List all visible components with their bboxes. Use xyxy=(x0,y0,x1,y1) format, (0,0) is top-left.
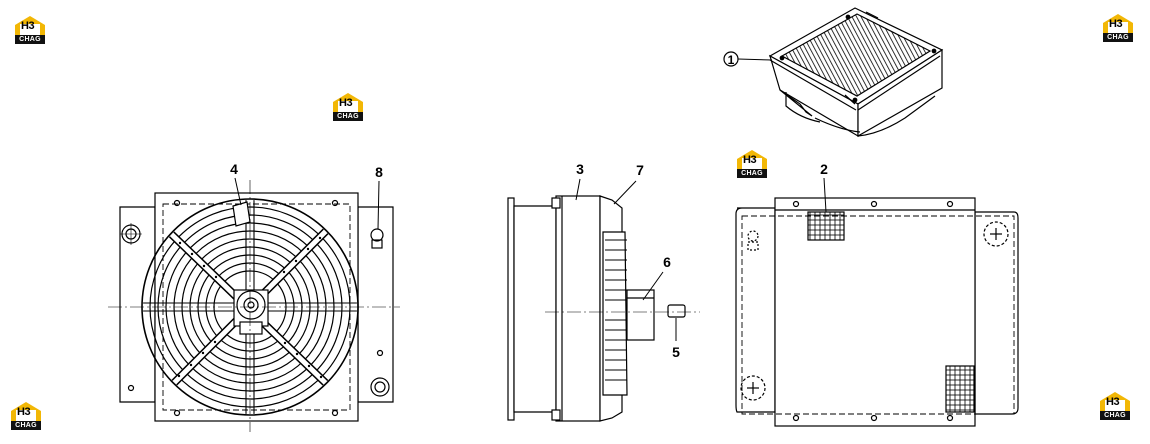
house-icon xyxy=(11,402,41,421)
callout-2-label: 2 xyxy=(820,161,828,177)
watermark-brand: CHAG xyxy=(737,169,767,178)
callout-7-group: 7 xyxy=(613,162,644,205)
cooler-rear-view xyxy=(735,197,1019,427)
callout-4-group: 4 xyxy=(230,161,242,206)
cooler-isometric-view xyxy=(768,7,944,138)
watermark-brand: CHAG xyxy=(1100,411,1130,420)
watermark-code: H3 xyxy=(21,20,35,32)
watermark-brand: CHAG xyxy=(11,421,41,430)
callout-1-label: 1 xyxy=(728,53,735,67)
callout-3-label: 3 xyxy=(576,161,584,177)
watermark-logo: H3 CHAG xyxy=(1097,390,1133,422)
house-icon xyxy=(1103,14,1133,33)
callout-8-label: 8 xyxy=(375,164,383,180)
callout-1-group: 1 xyxy=(723,51,773,67)
callout-8-group: 8 xyxy=(375,164,383,230)
watermark-brand: CHAG xyxy=(333,112,363,121)
callout-3-group: 3 xyxy=(575,161,584,201)
cooler-front-view xyxy=(108,180,400,432)
watermark-logo: H3 CHAG xyxy=(330,91,366,123)
callout-6-label: 6 xyxy=(663,254,671,270)
watermark-logo: H3 CHAG xyxy=(1100,12,1136,44)
callout-5-group: 5 xyxy=(672,318,680,360)
watermark-code: H3 xyxy=(1106,396,1120,408)
watermark-logo: H3 CHAG xyxy=(8,400,44,432)
house-icon xyxy=(15,16,45,35)
watermark-brand: CHAG xyxy=(15,35,45,44)
watermark-logo: H3 CHAG xyxy=(12,14,48,46)
watermark-logo: H3 CHAG xyxy=(734,148,770,180)
callout-7-label: 7 xyxy=(636,162,644,178)
watermark-code: H3 xyxy=(17,406,31,418)
callout-6-group: 6 xyxy=(642,254,671,301)
cooler-side-view xyxy=(507,195,700,422)
house-icon xyxy=(737,150,767,169)
callout-2-group: 2 xyxy=(820,161,828,213)
callout-4-label: 4 xyxy=(230,161,238,177)
watermark-code: H3 xyxy=(1109,18,1123,30)
watermark-code: H3 xyxy=(339,97,353,109)
watermark-brand: CHAG xyxy=(1103,33,1133,42)
house-icon xyxy=(1100,392,1130,411)
watermark-code: H3 xyxy=(743,154,757,166)
house-icon xyxy=(333,93,363,112)
callout-5-label: 5 xyxy=(672,344,680,360)
